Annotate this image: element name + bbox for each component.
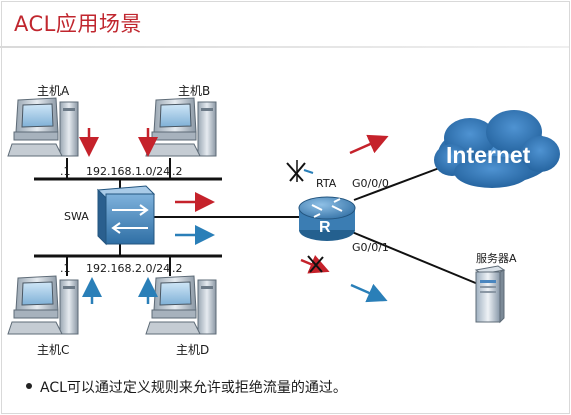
host-b-label: 主机B	[178, 84, 210, 98]
host-b-pc	[145, 97, 217, 157]
subnet-bottom-label: 192.168.2.0/24	[86, 262, 170, 275]
host-a-label: 主机A	[37, 84, 70, 98]
bullet-dot-icon	[26, 383, 32, 389]
title-divider	[0, 46, 569, 48]
host-c-pc	[7, 275, 79, 335]
blue-arrow-server	[350, 283, 388, 303]
slide-title: ACL应用场景	[14, 12, 142, 36]
top-port-left: .1	[60, 165, 71, 178]
bullet-note: ACL可以通过定义规则来允许或拒绝流量的通过。	[26, 377, 347, 397]
svg-text:R: R	[319, 219, 331, 236]
red-arrow-internet	[349, 134, 389, 155]
router-server-link	[351, 231, 479, 285]
router-rta: R	[298, 196, 356, 241]
host-c-label: 主机C	[37, 343, 69, 357]
host-d-pc	[145, 275, 217, 335]
red-arrow-server	[300, 255, 330, 274]
blocked-mark-internet	[286, 160, 314, 182]
subnet-top-label: 192.168.1.0/24	[86, 165, 170, 178]
router-internet-link	[353, 166, 443, 201]
interface-g0-label: G0/0/0	[352, 177, 389, 190]
top-port-right: .2	[172, 165, 183, 178]
host-a-pc	[7, 97, 79, 157]
switch-label: SWA	[64, 210, 89, 223]
server-label: 服务器A	[476, 252, 517, 265]
bullet-text: ACL可以通过定义规则来允许或拒绝流量的通过。	[40, 380, 347, 396]
internet-cloud	[434, 110, 560, 188]
server-a	[474, 265, 506, 324]
internet-label: Internet	[446, 142, 531, 168]
bottom-port-right: .2	[172, 262, 183, 275]
router-label: RTA	[316, 177, 337, 190]
bottom-port-left: .1	[60, 262, 71, 275]
interface-g1-label: G0/0/1	[352, 241, 389, 254]
blocked-mark-server	[307, 255, 324, 273]
host-d-label: 主机D	[176, 343, 209, 357]
switch-swa	[96, 185, 156, 246]
